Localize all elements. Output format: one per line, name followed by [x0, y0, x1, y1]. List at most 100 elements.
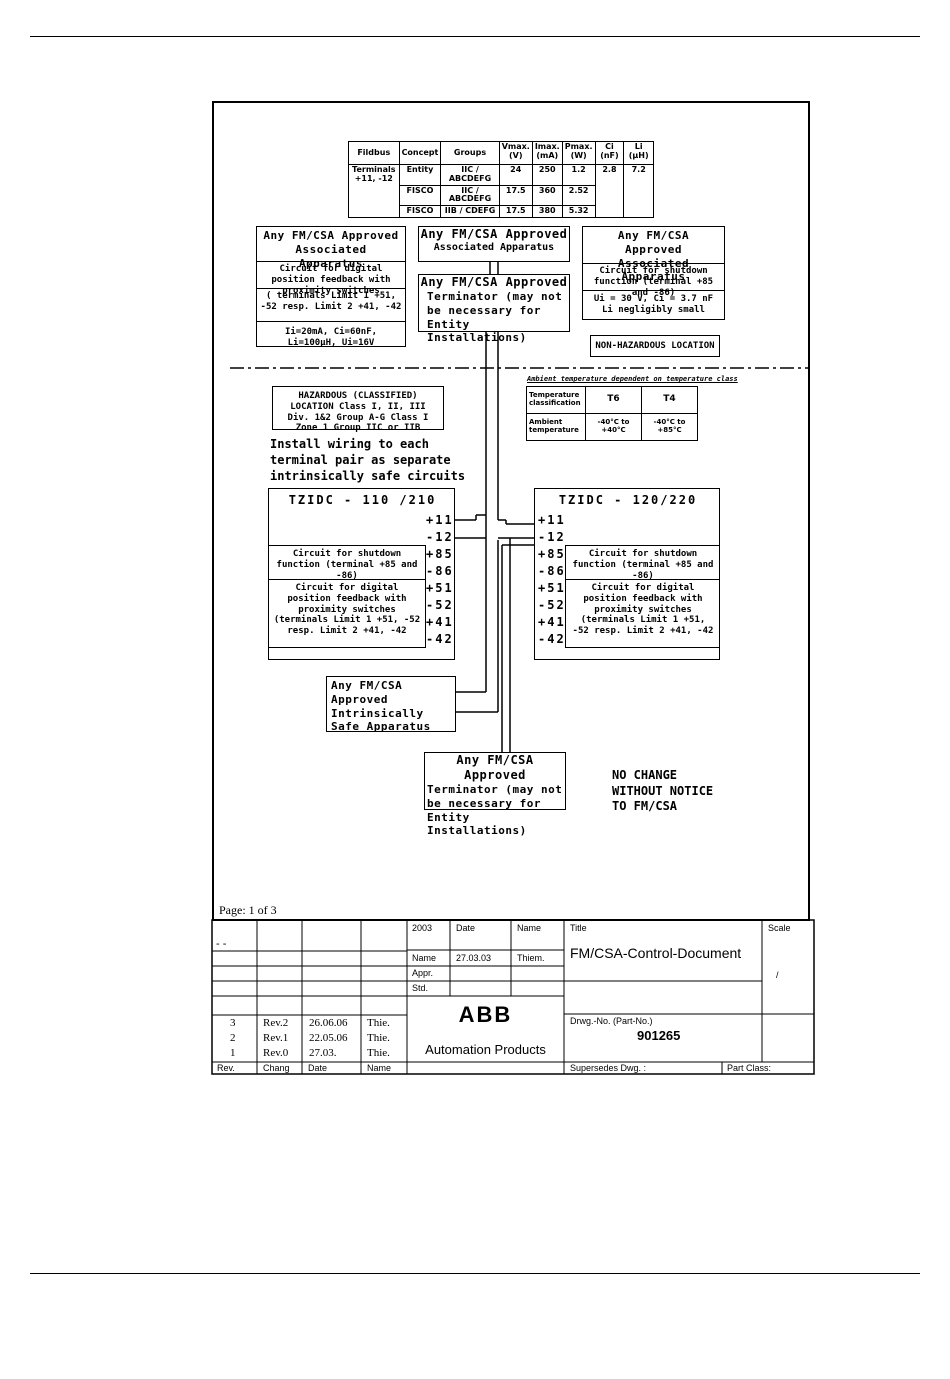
tb-year: 2003: [412, 923, 433, 933]
table-row: Ambient temperature -40°C to +40°C -40°C…: [526, 413, 698, 441]
left-assoc-title: Any FM/CSA Approved Associated Apparatus: [257, 227, 405, 270]
left-assoc-circuit: Circuit for digital position feedback wi…: [271, 264, 391, 296]
tb-drwg-value: 901265: [637, 1028, 681, 1043]
header-cell: Ci (nF): [594, 141, 625, 165]
table-cell: Temperature classification: [526, 386, 586, 414]
footer-date: Date: [308, 1063, 328, 1073]
tb-name-label: Name: [517, 923, 542, 933]
install-note: Install wiring to each terminal pair as …: [270, 437, 466, 484]
tzidc-right-shutdown: Circuit for shutdown function (terminal …: [565, 545, 720, 581]
center-assoc-sub: Associated Apparatus: [433, 242, 555, 253]
tzidc-left-title: TZIDC - 110 /210: [288, 493, 437, 507]
table-cell: 5.32: [561, 205, 596, 218]
tb-part-class: Part Class:: [727, 1063, 772, 1073]
rev-change: Rev.2: [263, 1017, 289, 1029]
table-row: Temperature classification T6 T4: [526, 386, 698, 414]
left-assoc-params: Ii=20mA, Ci=60nF, Li=100µH, Ui=16V: [257, 321, 405, 354]
shutdown-circuit-text: Circuit for shutdown function (terminal …: [572, 549, 714, 581]
terminal-label: -12: [426, 530, 454, 544]
table-cell: 380: [531, 205, 563, 218]
header-cell: Fildbus: [348, 141, 400, 165]
rev-number: 3: [230, 1017, 236, 1029]
abb-logo: ABB: [458, 1002, 513, 1027]
terminal-label: +11: [538, 513, 566, 527]
digital-circuit-text: Circuit for digital position feedback wi…: [572, 583, 714, 637]
tb-title-value: FM/CSA-Control-Document: [570, 945, 742, 961]
top-rule: [30, 36, 920, 37]
table-cell: IIC / ABCDEFG: [440, 164, 500, 186]
center-terminator-title: Any FM/CSA Approved: [420, 275, 568, 289]
tzidc-left: TZIDC - 110 /210 Circuit for shutdown fu…: [268, 488, 455, 660]
header-cell: Groups: [440, 141, 500, 165]
bottom-terminator-title: Any FM/CSA Approved: [456, 753, 534, 782]
header-cell: Imax. (mA): [531, 141, 563, 165]
terminal-label: +51: [538, 581, 566, 595]
right-assoc-circuit: Circuit for shutdown function (terminal …: [583, 264, 724, 298]
tb-name-row-label: Name: [412, 953, 437, 963]
terminal-label: +85: [538, 547, 566, 561]
header-cell: Concept: [398, 141, 442, 165]
terminal-label: +41: [426, 615, 454, 629]
tzidc-right-digital: Circuit for digital position feedback wi…: [565, 579, 720, 648]
terminal-label: +85: [426, 547, 454, 561]
rev-name: Thie.: [367, 1017, 390, 1029]
no-change-note: NO CHANGE WITHOUT NOTICE TO FM/CSA: [612, 768, 714, 814]
terminal-label: +51: [426, 581, 454, 595]
rev-date: 22.05.06: [309, 1032, 348, 1044]
header-cell: Vmax. (V): [498, 141, 533, 165]
temperature-table: Temperature classification T6 T4 Ambient…: [526, 386, 698, 441]
rev-change: Rev.1: [263, 1032, 289, 1044]
bottom-terminator-text: Terminator (may not be necessary for Ent…: [427, 783, 563, 838]
rev-name: Thie.: [367, 1032, 390, 1044]
tb-std: Std.: [412, 983, 429, 993]
footer-chang: Chang: [263, 1063, 290, 1073]
bottom-rule: [30, 1273, 920, 1274]
table-cell: 2.8: [594, 164, 625, 218]
rev-number: 2: [230, 1032, 236, 1044]
tzidc-right-terminals: +11 -12 +85 -86 +51 -52 +41 -42: [538, 512, 566, 648]
terminal-label: +11: [426, 513, 454, 527]
tb-date-label: Date: [456, 923, 476, 933]
terminal-label: -52: [538, 598, 566, 612]
tb-scale-label: Scale: [768, 923, 791, 933]
table-cell: 7.2: [623, 164, 654, 218]
terminal-label: -42: [426, 632, 454, 646]
header-cell: Pmax. (W): [561, 141, 596, 165]
tb-appr: Appr.: [412, 968, 434, 978]
bottom-terminator: Any FM/CSA Approved Terminator (may not …: [424, 752, 566, 837]
table-cell: T4: [641, 386, 698, 414]
table-cell: 17.5: [498, 205, 533, 218]
terminal-label: +41: [538, 615, 566, 629]
right-assoc-params: Ui = 30 V, Ci = 3.7 nF Li negligibly sma…: [593, 294, 714, 315]
right-assoc-title: Any FM/CSA Approved Associated Apparatus: [583, 227, 724, 283]
rev-date: 27.03.: [309, 1047, 337, 1059]
center-terminator-text: Terminator (may not be necessary for Ent…: [427, 290, 563, 345]
rev-date: 26.06.06: [309, 1017, 348, 1029]
tb-dash: - -: [216, 938, 227, 950]
table-cell: -40°C to +85°C: [641, 413, 698, 441]
footer-rev: Rev.: [217, 1063, 235, 1073]
tb-title-label: Title: [570, 923, 587, 933]
fieldbus-table: Fildbus Concept Groups Vmax. (V) Imax. (…: [348, 141, 654, 218]
terminal-label: -42: [538, 632, 566, 646]
footer-name: Name: [367, 1063, 392, 1073]
center-assoc-title: Any FM/CSA Approved: [420, 227, 568, 241]
left-assoc-terminals: ( terminals Limit 1 +51, -52 resp. Limit…: [257, 288, 405, 321]
table-cell: Ambient temperature: [526, 413, 586, 441]
tb-scale-value: /: [776, 970, 779, 980]
center-terminator: Any FM/CSA Approved Terminator (may not …: [418, 274, 570, 344]
terminal-label: -12: [538, 530, 566, 544]
rev-change: Rev.0: [263, 1047, 289, 1059]
tzidc-left-shutdown: Circuit for shutdown function (terminal …: [269, 545, 426, 581]
terminal-label: -86: [538, 564, 566, 578]
table-header-row: Fildbus Concept Groups Vmax. (V) Imax. (…: [348, 141, 654, 165]
tb-drwg-label: Drwg.-No. (Part-No.): [570, 1016, 653, 1026]
page-label: Page: 1 of 3: [219, 903, 277, 917]
tzidc-left-digital: Circuit for digital position feedback wi…: [269, 579, 426, 648]
header-cell: Li (µH): [623, 141, 654, 165]
right-associated-apparatus: Any FM/CSA Approved Associated Apparatus…: [582, 226, 725, 320]
rev-number: 1: [230, 1047, 236, 1059]
is-apparatus: Any FM/CSA Approved Intrinsically Safe A…: [326, 676, 456, 733]
